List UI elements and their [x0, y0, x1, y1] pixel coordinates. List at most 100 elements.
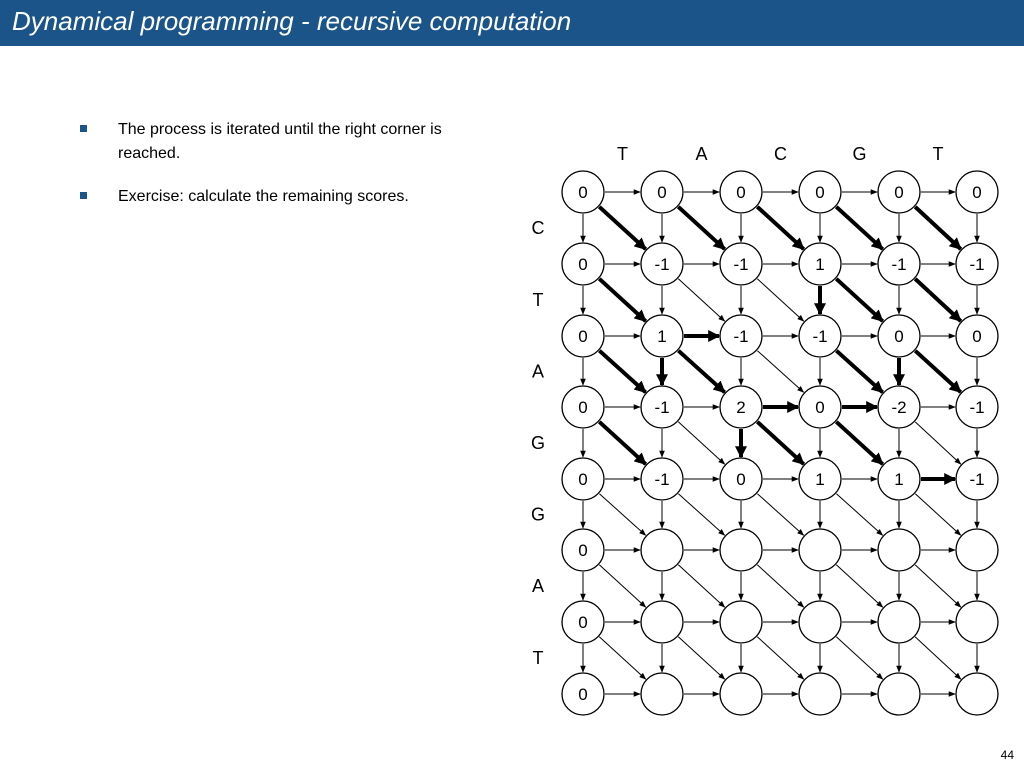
score-cell — [955, 170, 999, 214]
score-value: 0 — [578, 398, 587, 417]
top-sequence-letter: C — [774, 144, 787, 164]
score-value: 1 — [657, 327, 666, 346]
score-value: 0 — [972, 327, 981, 346]
score-cell — [877, 672, 921, 716]
score-cell — [561, 242, 605, 286]
score-cell — [798, 528, 842, 572]
left-sequence-letter: C — [532, 218, 545, 238]
grid-arrow — [599, 493, 647, 536]
score-value: -1 — [969, 398, 984, 417]
score-cell — [561, 672, 605, 716]
bold-edges-layer — [597, 205, 963, 485]
score-cell — [719, 385, 763, 429]
score-value: 0 — [736, 183, 745, 202]
traceback-arrow — [755, 205, 806, 251]
score-cell — [640, 600, 684, 644]
score-value: 0 — [736, 470, 745, 489]
grid-arrow — [914, 564, 962, 608]
score-value: -1 — [969, 470, 984, 489]
score-cell — [719, 600, 763, 644]
score-cell — [561, 528, 605, 572]
grid-arrow — [914, 636, 962, 680]
slide-title: Dynamical programming - recursive comput… — [12, 6, 572, 36]
score-cell — [561, 170, 605, 214]
grid-arrow — [914, 493, 962, 536]
score-cell — [955, 385, 999, 429]
grid-arrow — [756, 564, 805, 608]
score-cell — [719, 528, 763, 572]
top-sequence-letter: T — [617, 144, 628, 164]
score-cell — [640, 242, 684, 286]
left-sequence-letter: A — [532, 576, 544, 596]
score-cell — [640, 314, 684, 358]
traceback-arrow — [913, 349, 963, 394]
grid-arrow — [677, 636, 726, 680]
grid-arrow — [677, 278, 726, 322]
score-value: 0 — [815, 398, 824, 417]
grid-arrow — [756, 636, 805, 680]
score-value: -1 — [654, 470, 669, 489]
grid-arrow — [835, 564, 884, 608]
traceback-arrow — [677, 349, 726, 394]
score-cell — [719, 170, 763, 214]
score-cell — [798, 672, 842, 716]
score-cell — [640, 457, 684, 501]
score-cell — [719, 672, 763, 716]
score-value: -1 — [969, 255, 984, 274]
score-value: 0 — [894, 327, 903, 346]
score-value: 0 — [815, 183, 824, 202]
left-sequence-letter: T — [533, 648, 544, 668]
score-cell — [877, 242, 921, 286]
bullet-list: The process is iterated until the right … — [80, 118, 480, 228]
score-value: 0 — [578, 255, 587, 274]
score-cell — [798, 457, 842, 501]
bullet-text: Exercise: calculate the remaining scores… — [118, 188, 409, 205]
left-sequence-letter: T — [533, 290, 544, 310]
score-cell — [640, 385, 684, 429]
traceback-arrow — [597, 205, 648, 251]
traceback-arrow — [834, 277, 885, 323]
score-cell — [561, 385, 605, 429]
square-bullet-icon — [80, 192, 87, 199]
traceback-arrow — [597, 420, 648, 466]
score-value: -1 — [654, 398, 669, 417]
grid-arrow — [836, 493, 884, 536]
score-value: -1 — [733, 255, 748, 274]
top-sequence-letter: G — [852, 144, 866, 164]
traceback-arrow — [598, 349, 647, 394]
score-value: -1 — [733, 327, 748, 346]
score-cell — [561, 457, 605, 501]
top-sequence-letter: A — [695, 144, 707, 164]
grid-arrow — [677, 564, 726, 608]
score-value: 0 — [578, 470, 587, 489]
score-value: 2 — [736, 398, 745, 417]
score-value: -1 — [812, 327, 827, 346]
grid-arrow — [757, 350, 805, 393]
traceback-arrow — [834, 205, 885, 251]
score-value: -1 — [891, 255, 906, 274]
score-cell — [640, 170, 684, 214]
traceback-arrow — [834, 420, 885, 466]
score-cell — [955, 457, 999, 501]
traceback-arrow — [597, 277, 648, 323]
left-sequence-letter: G — [531, 433, 545, 453]
score-value: 1 — [815, 255, 824, 274]
score-value: 0 — [578, 685, 587, 704]
score-cell — [719, 242, 763, 286]
traceback-arrow — [755, 420, 806, 466]
score-cell — [877, 600, 921, 644]
score-value: 0 — [657, 183, 666, 202]
score-value: -2 — [891, 398, 906, 417]
traceback-arrow — [676, 205, 727, 251]
score-cell — [877, 385, 921, 429]
grid-arrow — [677, 421, 726, 465]
traceback-arrow — [913, 205, 963, 251]
bullet-item: Exercise: calculate the remaining scores… — [80, 185, 480, 209]
score-cell — [877, 528, 921, 572]
grid-arrow — [598, 564, 647, 608]
score-cell — [877, 457, 921, 501]
score-cell — [561, 314, 605, 358]
score-cell — [719, 314, 763, 358]
